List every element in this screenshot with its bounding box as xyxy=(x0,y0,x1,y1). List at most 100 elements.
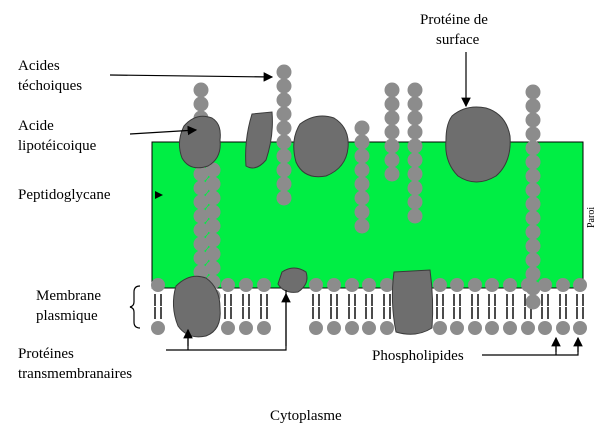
label-phospholipids: Phospholipides xyxy=(372,348,464,364)
chain-bead xyxy=(194,83,209,98)
chain-bead xyxy=(526,155,541,170)
chain-bead xyxy=(526,141,541,156)
chain-bead xyxy=(277,135,292,150)
chain-bead xyxy=(206,177,221,192)
chain-bead xyxy=(385,111,400,126)
label-lipoteichoic-2: lipotéicoique xyxy=(18,138,97,154)
phospholipid-head xyxy=(151,278,165,292)
phospholipid-head xyxy=(151,321,165,335)
chain-bead xyxy=(277,163,292,178)
chain-bead xyxy=(206,219,221,234)
chain-bead xyxy=(355,177,370,192)
chain-bead xyxy=(385,139,400,154)
phospholipid-head xyxy=(345,321,359,335)
chain-bead xyxy=(277,107,292,122)
chain-bead xyxy=(355,205,370,220)
chain-bead xyxy=(408,97,423,112)
chain-bead xyxy=(526,281,541,296)
chain-bead xyxy=(355,219,370,234)
label-membrane-1: Membrane xyxy=(36,288,101,304)
chain-bead xyxy=(526,211,541,226)
chain-bead xyxy=(526,267,541,282)
phospholipid-head xyxy=(362,278,376,292)
chain-bead xyxy=(277,93,292,108)
label-surface-protein-2: surface xyxy=(436,32,480,48)
phospholipid-head xyxy=(345,278,359,292)
transmembrane-protein-1 xyxy=(173,276,220,337)
chain-bead xyxy=(355,191,370,206)
phospholipid-head xyxy=(556,321,570,335)
arrow-phospholipids xyxy=(482,340,578,355)
phospholipid-head xyxy=(257,278,271,292)
chain-bead xyxy=(277,65,292,80)
chain-bead xyxy=(526,127,541,142)
wall-protein-1 xyxy=(179,116,220,168)
chain-bead xyxy=(408,167,423,182)
chain-bead xyxy=(206,233,221,248)
label-teichoic-1: Acides xyxy=(18,58,60,74)
phospholipid-head xyxy=(433,321,447,335)
chain-bead xyxy=(206,261,221,276)
chain-bead xyxy=(526,253,541,268)
phospholipid-head xyxy=(556,278,570,292)
phospholipid-head xyxy=(450,278,464,292)
phospholipid-head xyxy=(468,278,482,292)
phospholipid-head xyxy=(521,321,535,335)
chain-bead xyxy=(526,85,541,100)
chain-bead xyxy=(408,209,423,224)
phospholipid-head xyxy=(573,278,587,292)
label-teichoic-2: téchoiques xyxy=(18,78,82,94)
chain-bead xyxy=(408,83,423,98)
label-transmembrane-2: transmembranaires xyxy=(18,366,132,382)
chain-bead xyxy=(277,177,292,192)
arrow-teichoic xyxy=(110,75,272,77)
phospholipid-head xyxy=(503,321,517,335)
chain-bead xyxy=(355,163,370,178)
chain-bead xyxy=(277,121,292,136)
phospholipid-head xyxy=(485,321,499,335)
chain-bead xyxy=(385,83,400,98)
label-wall-side: Paroi xyxy=(586,207,597,228)
label-surface-protein-1: Protéine de xyxy=(420,12,488,28)
transmembrane-protein-2 xyxy=(278,268,307,292)
chain-bead xyxy=(526,99,541,114)
chain-bead xyxy=(526,239,541,254)
chain-bead xyxy=(277,191,292,206)
phospholipid-head xyxy=(433,278,447,292)
chain-bead xyxy=(526,113,541,128)
phospholipid-head xyxy=(503,278,517,292)
label-peptidoglycan: Peptidoglycane xyxy=(18,187,111,203)
phospholipid-head xyxy=(538,321,552,335)
phospholipid-head xyxy=(485,278,499,292)
phospholipid-head xyxy=(468,321,482,335)
label-transmembrane-1: Protéines xyxy=(18,346,74,362)
chain-bead xyxy=(408,125,423,140)
phospholipid-head xyxy=(573,321,587,335)
chain-bead xyxy=(206,205,221,220)
chain-bead xyxy=(408,181,423,196)
phospholipid-head xyxy=(309,278,323,292)
chain-bead xyxy=(526,295,541,310)
phospholipid-head xyxy=(239,278,253,292)
phospholipid-head xyxy=(327,278,341,292)
phospholipid-head xyxy=(239,321,253,335)
chain-bead xyxy=(355,149,370,164)
chain-bead xyxy=(355,135,370,150)
phospholipid-head xyxy=(362,321,376,335)
phospholipid-head xyxy=(327,321,341,335)
chain-bead xyxy=(277,149,292,164)
chain-bead xyxy=(385,167,400,182)
phospholipid-head xyxy=(221,321,235,335)
chain-bead xyxy=(385,153,400,168)
phospholipid-head xyxy=(380,321,394,335)
membrane-bracket xyxy=(130,286,140,328)
chain-bead xyxy=(277,79,292,94)
phospholipid-head xyxy=(450,321,464,335)
chain-bead xyxy=(526,225,541,240)
phospholipid-head xyxy=(221,278,235,292)
chain-bead xyxy=(408,111,423,126)
chain-bead xyxy=(206,247,221,262)
chain-bead xyxy=(526,169,541,184)
chain-bead xyxy=(206,191,221,206)
chain-bead xyxy=(408,139,423,154)
